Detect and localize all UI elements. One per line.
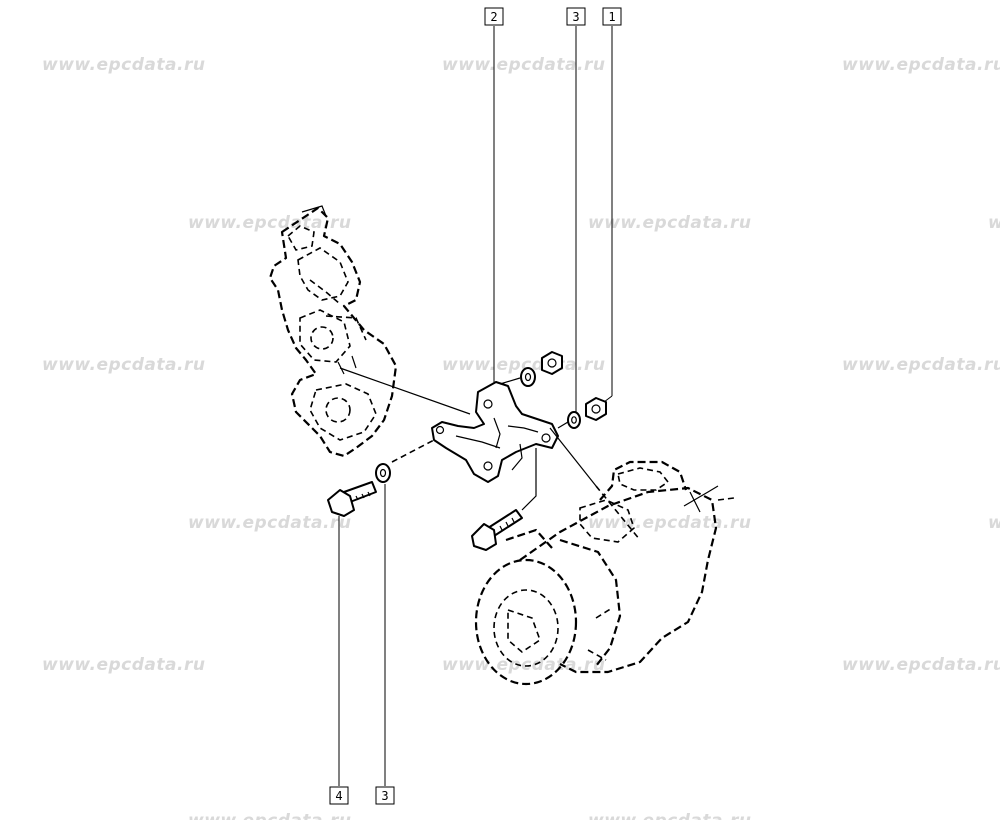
callout-2-top[interactable]: 2 [484, 7, 504, 26]
watermark: www.epcdata.ru [42, 355, 205, 375]
watermark: www.epcdata.ru [588, 811, 751, 820]
callout-label: 4 [335, 789, 342, 803]
watermark: www.epcdata.ru [188, 811, 351, 820]
watermark: www.epcdata.ru [842, 655, 1000, 675]
callout-label: 2 [490, 10, 497, 24]
callout-3-top[interactable]: 3 [566, 7, 586, 26]
watermark: www.epcdata.ru [588, 513, 751, 533]
ac-compressor-outline [474, 460, 735, 686]
bracket [431, 381, 559, 483]
nut-right [585, 397, 607, 421]
washer-left [375, 463, 391, 483]
watermark: www.epcdata.ru [842, 355, 1000, 375]
washer-right [567, 411, 581, 429]
fasteners-top [520, 351, 607, 429]
fasteners-bottom [327, 463, 523, 551]
callout-label: 3 [572, 10, 579, 24]
washer-upper [520, 367, 536, 387]
leader-lines [338, 26, 613, 786]
watermark: www.epcdata.ru [188, 513, 351, 533]
callout-1-top[interactable]: 1 [602, 7, 622, 26]
watermark: www.epcdata.ru [442, 55, 605, 75]
watermark: www.epcdata.ru [988, 513, 1000, 533]
assembly-lines [339, 367, 641, 541]
engine-block-outline [268, 205, 398, 458]
callout-3-bottom[interactable]: 3 [375, 786, 395, 805]
watermark: www.epcdata.ru [442, 355, 605, 375]
watermark: www.epcdata.ru [988, 213, 1000, 233]
callout-label: 1 [608, 10, 615, 24]
callout-label: 3 [381, 789, 388, 803]
watermark: www.epcdata.ru [588, 213, 751, 233]
watermark: www.epcdata.ru [188, 213, 351, 233]
watermark-layer: www.epcdata.ru www.epcdata.ru www.epcdat… [42, 55, 1000, 820]
watermark: www.epcdata.ru [42, 55, 205, 75]
callout-4-bottom[interactable]: 4 [329, 786, 349, 805]
watermark: www.epcdata.ru [842, 55, 1000, 75]
watermark: www.epcdata.ru [42, 655, 205, 675]
nut-upper [541, 351, 563, 375]
